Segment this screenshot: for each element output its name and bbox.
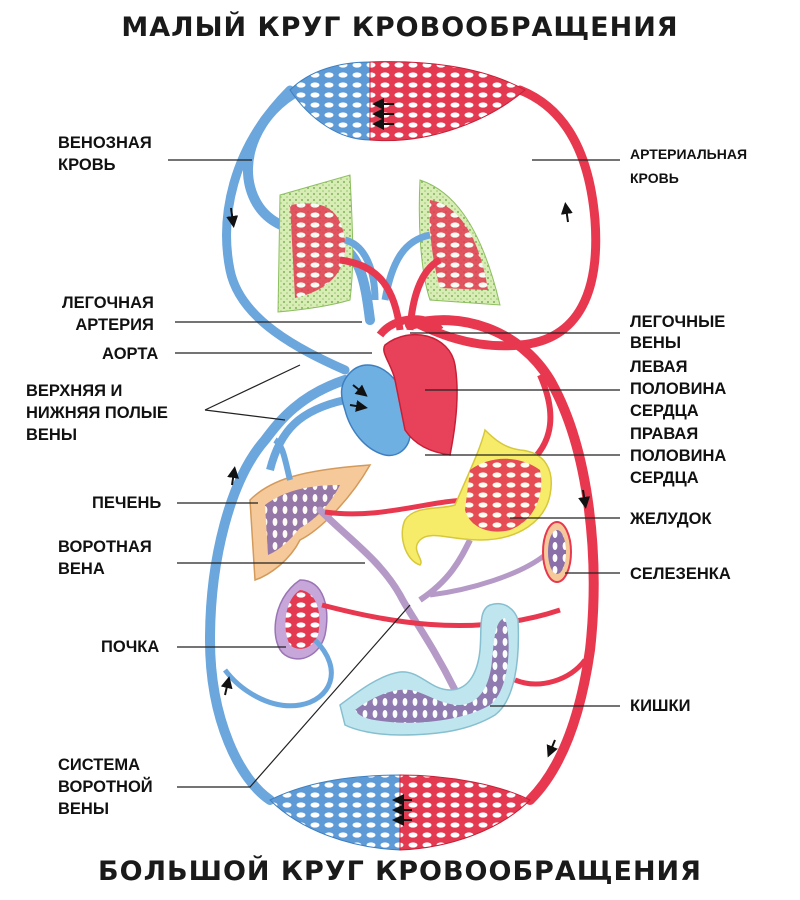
right-lung-vessels (429, 200, 488, 290)
label-kidney: ПОЧКА (101, 638, 160, 656)
label-pulmonary-veins: ЛЕГОЧНЫЕ ВЕНЫ (630, 313, 726, 352)
left-lung-vessels (290, 203, 346, 298)
label-left-heart-half: ЛЕВАЯ ПОЛОВИНА СЕРДЦА (630, 358, 727, 420)
inferior-vena-cava (266, 396, 346, 471)
lung-capillary-bed-arterial (369, 61, 526, 142)
label-vena-cava: ВЕРХНЯЯ И НИЖНЯЯ ПОЛЫЕ ВЕНЫ (26, 382, 168, 444)
flow-arrows (220, 98, 591, 826)
label-liver: ПЕЧЕНЬ (92, 494, 162, 512)
systemic-vein-left (204, 375, 350, 805)
label-portal-vein: ВОРОТНАЯ ВЕНА (58, 538, 152, 578)
label-aorta: АОРТА (102, 345, 159, 363)
pulmonary-circulation-title: МАЛЫЙ КРУГ КРОВООБРАЩЕНИЯ (121, 12, 679, 43)
leader-lines (168, 159, 620, 788)
arterial-blood-vessel-right (405, 85, 601, 351)
venous-blood-vessel-left (222, 85, 350, 375)
label-stomach: ЖЕЛУДОК (630, 510, 712, 528)
body-capillary-bed-venous (269, 774, 401, 851)
body-capillary-bed-arterial (399, 774, 531, 851)
label-spleen: СЕЛЕЗЕНКА (630, 565, 731, 583)
label-venous-blood: ВЕНОЗНАЯ КРОВЬ (58, 134, 152, 174)
label-portal-system: СИСТЕМА ВОРОТНОЙ ВЕНЫ (58, 756, 153, 818)
label-right-heart-half: ПРАВАЯ ПОЛОВИНА СЕРДЦА (630, 425, 727, 487)
portal-vein (316, 506, 459, 694)
label-intestines: КИШКИ (630, 697, 691, 715)
heart-left-half (383, 333, 458, 456)
systemic-circulation-title: БОЛЬШОЙ КРУГ КРОВООБРАЩЕНИЯ (98, 856, 702, 887)
liver (249, 464, 372, 582)
label-pulmonary-artery: ЛЕГОЧНАЯ АРТЕРИЯ (62, 294, 154, 334)
label-arterial-blood: АРТЕРИАЛЬНАЯ КРОВЬ (630, 146, 748, 186)
lung-capillary-bed-venous (289, 61, 371, 141)
